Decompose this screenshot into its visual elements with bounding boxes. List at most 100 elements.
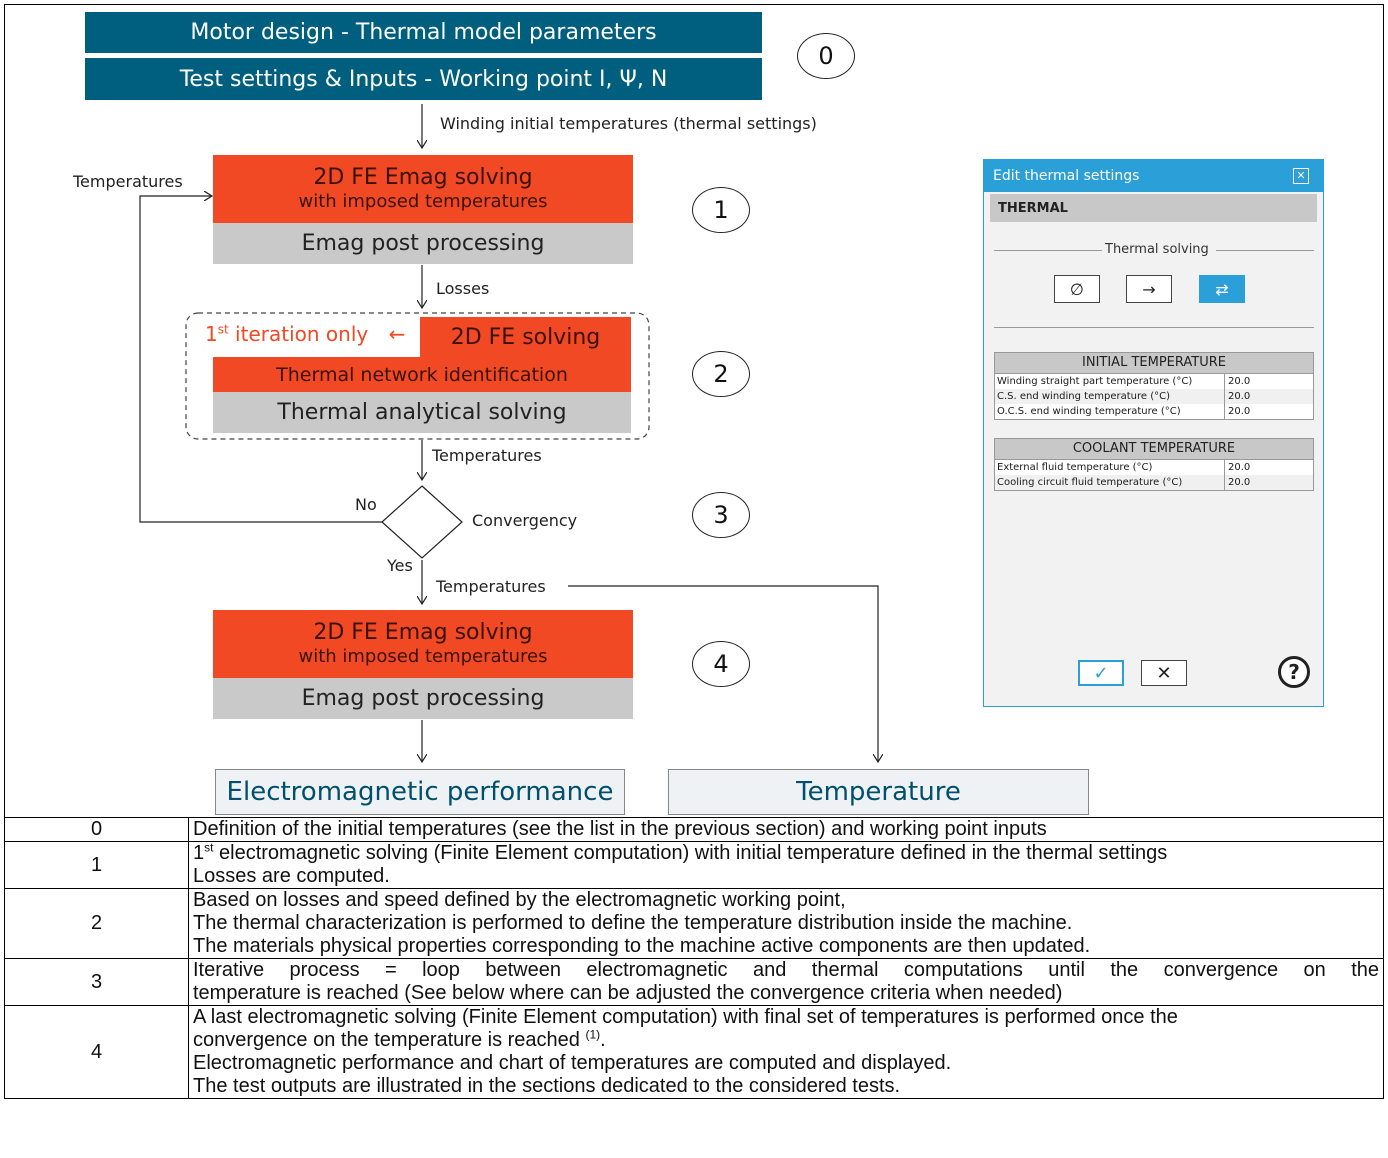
diagram-area [4, 4, 1384, 817]
step-number-2: 2 [692, 351, 750, 397]
description-cell: Iterative process = loop between electro… [188, 958, 1384, 1006]
dialog-title: Edit thermal settings [993, 168, 1140, 184]
description-cell: 1st electromagnetic solving (Finite Elem… [188, 840, 1384, 889]
fe-solving-box: 2D FE solving [420, 317, 631, 357]
ordinal-suffix: st [204, 840, 214, 855]
edge-label-initial: Winding initial temperatures (thermal se… [440, 114, 817, 133]
ok-button[interactable]: ✓ [1078, 660, 1124, 686]
coolant-temperature-header: COOLANT TEMPERATURE [995, 439, 1313, 460]
thermal-network-identification-box: Thermal network identification [213, 357, 631, 392]
description-line: Electromagnetic performance and chart of… [193, 1052, 952, 1074]
initial-temperature-header: INITIAL TEMPERATURE [995, 353, 1313, 374]
step1-subtitle: with imposed temperatures [298, 191, 548, 212]
legend-line-right [1216, 250, 1314, 251]
step-cell: 4 [4, 1005, 189, 1099]
first-iteration-note: 1st iteration only ← [205, 322, 405, 346]
description-line: Iterative process = loop between electro… [193, 959, 1379, 981]
description-text: electromagnetic solving (Finite Element … [213, 842, 1168, 864]
description-line: Based on losses and speed defined by the… [193, 889, 846, 911]
table-row: 2 Based on losses and speed defined by t… [4, 888, 1384, 959]
step-number-0: 0 [797, 33, 855, 79]
thermal-analytical-solving-box: Thermal analytical solving [213, 392, 631, 433]
ordinal-number: 1 [193, 842, 205, 864]
description-line: The test outputs are illustrated in the … [193, 1075, 901, 1097]
description-cell: Definition of the initial temperatures (… [188, 817, 1384, 842]
step-cell: 0 [4, 817, 189, 842]
description-cell: A last electromagnetic solving (Finite E… [188, 1005, 1384, 1099]
dialog-separator [994, 327, 1314, 328]
param-value[interactable]: 20.0 [1228, 462, 1251, 473]
one-way-thermal-button[interactable]: → [1126, 275, 1172, 303]
top-border [4, 4, 1384, 5]
output-temperature: Temperature [668, 769, 1089, 815]
param-label: O.C.S. end winding temperature (°C) [995, 404, 1225, 419]
description-text: . [600, 1029, 606, 1051]
description-line: A last electromagnetic solving (Finite E… [193, 1006, 1178, 1028]
close-icon: ✕ [1156, 662, 1172, 684]
step1-title: 2D FE Emag solving [313, 165, 533, 190]
no-thermal-solving-button[interactable]: ∅ [1054, 275, 1100, 303]
param-value[interactable]: 20.0 [1228, 391, 1251, 402]
first-iteration-sup: st [217, 322, 229, 337]
cancel-button[interactable]: ✕ [1141, 660, 1187, 686]
convergency-label: Convergency [472, 511, 578, 530]
description-text: convergence on the temperature is reache… [193, 1029, 586, 1051]
steps-description-table: 0 Definition of the initial temperatures… [4, 817, 1384, 1099]
help-button[interactable]: ? [1278, 656, 1310, 688]
flow-connectors [139, 104, 1388, 817]
edge-label-no: No [355, 495, 377, 514]
param-row[interactable]: C.S. end winding temperature (°C)20.0 [995, 389, 1313, 404]
description-cell: Based on losses and speed defined by the… [188, 888, 1384, 959]
edge-label-losses: Losses [436, 279, 490, 298]
step-number-4: 4 [692, 641, 750, 687]
param-label: C.S. end winding temperature (°C) [995, 389, 1225, 404]
close-icon[interactable]: ✕ [1293, 168, 1309, 184]
step1-emag-solving-box: 2D FE Emag solving with imposed temperat… [213, 155, 633, 223]
param-row[interactable]: Cooling circuit fluid temperature (°C)20… [995, 475, 1313, 490]
legend-line-left [994, 250, 1102, 251]
step4-subtitle: with imposed temperatures [298, 646, 548, 667]
step4-post-processing-box: Emag post processing [213, 678, 633, 719]
coupled-thermal-button[interactable]: ⇄ [1199, 275, 1245, 303]
step1-post-processing-box: Emag post processing [213, 223, 633, 264]
step4-title: 2D FE Emag solving [313, 620, 533, 645]
arrow-loop-back [139, 196, 382, 523]
edge-label-temperatures-yes: Temperatures [436, 577, 546, 596]
param-row[interactable]: Winding straight part temperature (°C)20… [995, 374, 1313, 389]
edit-thermal-settings-dialog: Edit thermal settings ✕ THERMAL Thermal … [983, 159, 1324, 707]
dialog-title-bar: Edit thermal settings ✕ [984, 160, 1323, 192]
param-row[interactable]: O.C.S. end winding temperature (°C)20.0 [995, 404, 1313, 419]
param-label: Winding straight part temperature (°C) [995, 374, 1225, 389]
description-line: convergence on the temperature is reache… [193, 1027, 1379, 1052]
table-row: 1 1st electromagnetic solving (Finite El… [4, 840, 1384, 889]
step-cell: 2 [4, 888, 189, 959]
coolant-temperature-table: COOLANT TEMPERATURE External fluid tempe… [994, 438, 1314, 491]
param-value[interactable]: 20.0 [1228, 376, 1251, 387]
step-cell: 1 [4, 841, 189, 889]
output-electromagnetic-performance: Electromagnetic performance [215, 769, 625, 815]
first-iteration-arrow: ← [388, 322, 406, 346]
arrow-to-temperature [568, 585, 878, 762]
thermal-solving-label: Thermal solving [1104, 242, 1210, 257]
edge-label-yes: Yes [387, 556, 413, 575]
check-icon: ✓ [1093, 662, 1109, 684]
param-label: External fluid temperature (°C) [995, 460, 1225, 475]
edge-label-temperatures: Temperatures [432, 446, 542, 465]
description-line: The thermal characterization is performe… [193, 912, 1073, 934]
param-value[interactable]: 20.0 [1228, 406, 1251, 417]
step2-dashed-group [185, 312, 650, 440]
question-icon: ? [1288, 660, 1300, 684]
motor-design-box: Motor design - Thermal model parameters [85, 12, 762, 53]
step-number-3: 3 [692, 492, 750, 538]
param-row[interactable]: External fluid temperature (°C)20.0 [995, 460, 1313, 475]
empty-set-icon: ∅ [1070, 279, 1084, 299]
footnote-ref: (1) [585, 1027, 601, 1042]
description-line: Definition of the initial temperatures (… [193, 818, 1047, 840]
description-line: Losses are computed. [193, 865, 390, 887]
table-row: 0 Definition of the initial temperatures… [4, 817, 1384, 842]
thermal-solving-legend: Thermal solving [994, 240, 1314, 260]
step-cell: 3 [4, 958, 189, 1006]
param-value[interactable]: 20.0 [1228, 477, 1251, 488]
first-iteration-num: 1 [205, 322, 218, 346]
